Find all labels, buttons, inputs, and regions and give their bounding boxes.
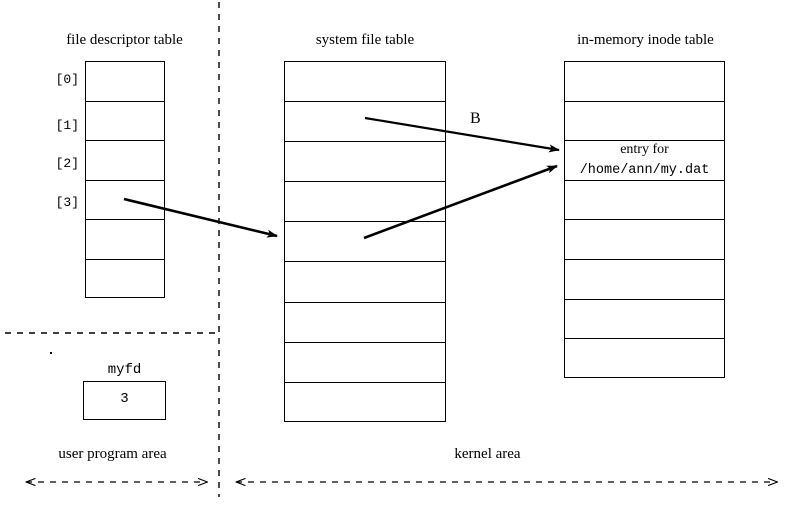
kernel-area-label: kernel area <box>454 446 521 462</box>
table-row <box>285 182 445 223</box>
table-row <box>285 102 445 143</box>
in-memory-inode-table-title: in-memory inode table <box>577 32 714 48</box>
arrow-label-b: B <box>470 110 481 127</box>
myfd-label: myfd <box>107 362 142 378</box>
table-row <box>285 142 445 183</box>
table-row <box>86 141 164 181</box>
table-row <box>565 300 724 340</box>
table-row <box>285 62 445 103</box>
fd-index-label-2: [2] <box>55 156 79 171</box>
table-row <box>285 383 445 423</box>
fd-index-label-0: [0] <box>55 72 79 87</box>
table-row <box>86 220 164 260</box>
fd-index-label-1: [1] <box>55 118 79 133</box>
table-row <box>285 222 445 263</box>
table-row <box>565 102 724 142</box>
table-row <box>565 260 724 300</box>
table-row <box>565 62 724 102</box>
stray-dot <box>50 352 52 354</box>
user-program-area-label: user program area <box>58 446 167 462</box>
inode-entry-line1: entry for <box>620 142 669 157</box>
table-row <box>86 260 164 300</box>
inode-entry-line2: /home/ann/my.dat <box>579 163 710 178</box>
myfd-value: 3 <box>120 391 129 407</box>
system-file-table <box>284 61 446 422</box>
table-row <box>86 102 164 141</box>
file-descriptor-table <box>85 61 165 298</box>
table-row <box>285 303 445 343</box>
table-row <box>86 181 164 220</box>
table-row <box>86 62 164 102</box>
file-descriptor-table-title: file descriptor table <box>66 32 183 48</box>
myfd-box <box>83 381 166 420</box>
table-row <box>565 181 724 221</box>
inode-entry-row <box>565 141 724 181</box>
fd-index-label-3: [3] <box>55 195 79 210</box>
table-row <box>565 339 724 379</box>
table-row <box>285 343 445 383</box>
system-file-table-title: system file table <box>315 32 415 48</box>
in-memory-inode-table <box>564 61 725 378</box>
table-row <box>285 262 445 303</box>
table-row <box>565 220 724 260</box>
